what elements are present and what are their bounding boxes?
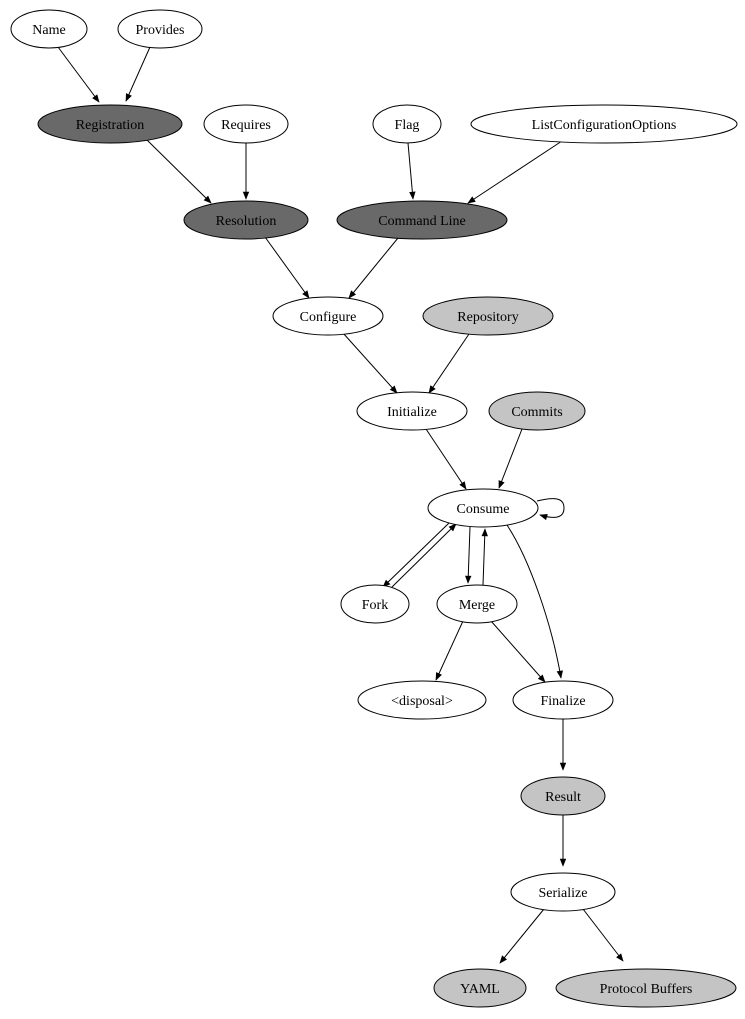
node-requires-label: Requires [221, 118, 271, 133]
node-configure-label: Configure [300, 310, 357, 325]
edge-initialize-to-consume [425, 428, 467, 490]
node-command-line-label: Command Line [378, 214, 466, 229]
edge-consume-to-fork [382, 522, 450, 588]
node-configure-shape [272, 296, 384, 336]
node-result: Result [520, 776, 606, 816]
node-commits-label: Commits [511, 405, 562, 420]
node-fork: Fork [340, 584, 410, 624]
edge-serialize-to-yaml [499, 908, 545, 964]
edge-merge-to-finalize [490, 620, 546, 683]
node-name-shape [10, 9, 88, 49]
node-requires: Requires [203, 104, 289, 144]
node-registration-label: Registration [76, 118, 144, 133]
node-flag-label: Flag [395, 118, 420, 133]
edge-listconfigurationoptions-to-command-line [467, 140, 563, 204]
node-configure: Configure [272, 296, 384, 336]
node-result-shape [520, 776, 606, 816]
node-consume-shape [427, 488, 539, 528]
node-consume-label: Consume [457, 502, 510, 517]
node-command-line-shape [336, 200, 508, 240]
node-commits-shape [488, 391, 586, 431]
edge-consume-self-loop [536, 498, 565, 521]
node-merge: Merge [436, 584, 518, 624]
node-resolution-shape [183, 200, 309, 240]
edge-consume-to-finalize [506, 524, 563, 679]
edge-consume-to-merge [465, 526, 472, 584]
node-disposal-label: <disposal> [391, 694, 453, 709]
node-disposal: <disposal> [357, 680, 487, 720]
node-commits: Commits [488, 391, 586, 431]
edge-merge-to-disposal [435, 620, 464, 681]
edge-provides-to-registration [125, 46, 151, 102]
node-repository-shape [422, 296, 554, 336]
node-protocol-buffers-shape [555, 968, 737, 1008]
edge-registration-to-resolution [146, 139, 212, 204]
node-requires-shape [203, 104, 289, 144]
node-fork-shape [340, 584, 410, 624]
node-finalize-label: Finalize [540, 694, 585, 709]
node-consume: Consume [427, 488, 539, 528]
node-disposal-shape [357, 680, 487, 720]
node-flag-shape [372, 104, 442, 144]
node-fork-label: Fork [362, 598, 388, 613]
node-flag: Flag [372, 104, 442, 144]
node-repository-label: Repository [457, 310, 518, 325]
node-repository: Repository [422, 296, 554, 336]
edge-layer [57, 46, 624, 964]
edge-repository-to-initialize [428, 333, 470, 394]
node-result-label: Result [545, 790, 581, 805]
edge-command-line-to-configure [348, 237, 399, 299]
node-name: Name [10, 9, 88, 49]
node-list-configuration-options-shape [470, 104, 738, 144]
node-serialize: Serialize [510, 872, 616, 912]
edge-configure-to-initialize [342, 332, 398, 394]
node-protocol-buffers-label: Protocol Buffers [600, 982, 693, 997]
edge-serialize-to-protocol-buffers [582, 908, 624, 962]
edge-name-to-registration [57, 46, 100, 103]
node-list-configuration-options: ListConfigurationOptions [470, 104, 738, 144]
node-finalize-shape [512, 680, 614, 720]
node-initialize-label: Initialize [387, 405, 437, 420]
node-provides-label: Provides [136, 23, 185, 38]
node-provides: Provides [117, 9, 203, 49]
node-resolution-label: Resolution [216, 214, 277, 229]
node-registration: Registration [37, 104, 183, 144]
node-merge-label: Merge [459, 598, 495, 613]
node-initialize-shape [356, 391, 468, 431]
node-merge-shape [436, 584, 518, 624]
node-registration-shape [37, 104, 183, 144]
edge-resolution-to-configure [264, 236, 310, 299]
node-name-label: Name [32, 23, 65, 38]
node-serialize-shape [510, 872, 616, 912]
node-yaml-label: YAML [460, 982, 500, 997]
edge-merge-to-consume [481, 528, 488, 586]
node-initialize: Initialize [356, 391, 468, 431]
node-finalize: Finalize [512, 680, 614, 720]
edge-fork-to-consume [391, 523, 457, 588]
node-provides-shape [117, 9, 203, 49]
node-command-line: Command Line [336, 200, 508, 240]
edge-flag-to-command-line [407, 142, 416, 200]
node-resolution: Resolution [183, 200, 309, 240]
node-yaml-shape [433, 968, 527, 1008]
node-list-configuration-options-label: ListConfigurationOptions [532, 118, 677, 133]
node-protocol-buffers: Protocol Buffers [555, 968, 737, 1008]
edge-commits-to-consume [498, 428, 523, 489]
node-serialize-label: Serialize [539, 886, 588, 901]
node-yaml: YAML [433, 968, 527, 1008]
